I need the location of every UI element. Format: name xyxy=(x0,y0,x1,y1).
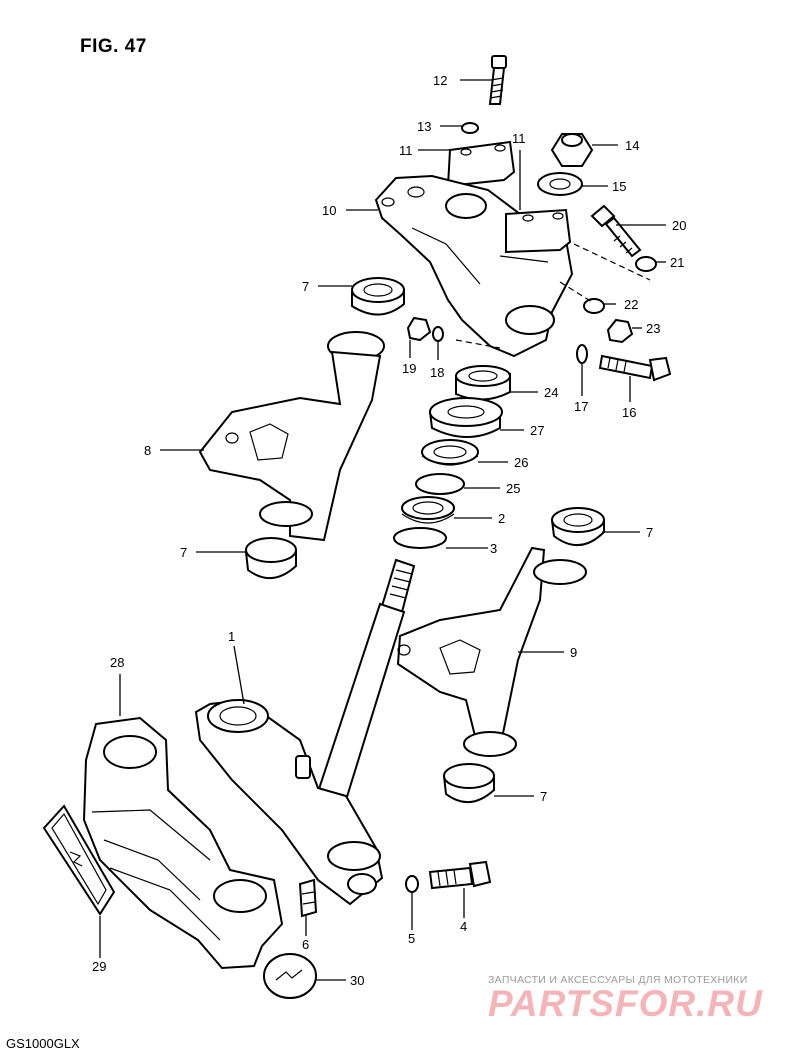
callout-10: 10 xyxy=(322,203,336,218)
callout-11-right: 11 xyxy=(512,131,526,146)
part-washer-17 xyxy=(576,344,588,364)
callout-21: 21 xyxy=(670,255,684,270)
part-holder-11-left xyxy=(446,140,516,188)
part-bolt-16 xyxy=(598,354,672,382)
callout-27: 27 xyxy=(530,423,544,438)
callout-3: 3 xyxy=(490,541,497,556)
callout-24: 24 xyxy=(544,385,558,400)
part-race-3 xyxy=(393,527,447,549)
callout-4: 4 xyxy=(460,919,467,934)
callout-17: 17 xyxy=(574,399,588,414)
part-holder-11-right xyxy=(505,208,572,254)
part-nut-14 xyxy=(550,133,594,167)
leader-lines xyxy=(99,79,666,981)
part-clip-6 xyxy=(298,878,318,918)
callout-25: 25 xyxy=(506,481,520,496)
callout-13: 13 xyxy=(417,119,431,134)
part-nut-24 xyxy=(455,365,511,401)
part-capnut-19 xyxy=(406,316,432,342)
part-washer-5 xyxy=(405,875,419,893)
callout-19: 19 xyxy=(402,361,416,376)
part-washer-18 xyxy=(432,326,444,342)
callout-8: 8 xyxy=(144,443,151,458)
part-fork-cover-9 xyxy=(396,546,587,757)
callout-15: 15 xyxy=(612,179,626,194)
part-bearing-2 xyxy=(401,496,455,524)
callout-11-left: 11 xyxy=(399,143,413,158)
part-grommet-7-upper xyxy=(351,277,405,316)
callout-labels: 12 13 11 11 14 15 10 20 21 7 22 23 19 18… xyxy=(92,73,686,988)
part-grommet-7-lower xyxy=(442,763,495,803)
callout-30: 30 xyxy=(350,973,364,988)
callout-7-left: 7 xyxy=(180,545,187,560)
part-washer-21 xyxy=(635,256,657,272)
callout-20: 20 xyxy=(672,218,686,233)
part-grommet-7-left xyxy=(244,537,297,579)
callout-22: 22 xyxy=(624,297,638,312)
part-steering-stem-1 xyxy=(194,558,416,906)
callout-18: 18 xyxy=(430,365,444,380)
part-grommet-7-right xyxy=(550,507,605,546)
part-washer-22 xyxy=(583,298,605,314)
callout-12: 12 xyxy=(433,73,447,88)
part-upper-bracket-10 xyxy=(374,174,574,358)
part-washer-13 xyxy=(461,122,479,134)
callout-7-upper: 7 xyxy=(302,279,309,294)
callout-23: 23 xyxy=(646,321,660,336)
callout-26: 26 xyxy=(514,455,528,470)
callout-16: 16 xyxy=(622,405,636,420)
part-fork-cover-8 xyxy=(198,331,385,542)
callout-9: 9 xyxy=(570,645,577,660)
part-bolt-4 xyxy=(428,860,492,890)
callout-6: 6 xyxy=(302,937,309,952)
callout-7-right: 7 xyxy=(646,525,653,540)
part-capnut-23 xyxy=(606,318,634,344)
watermark-text: ЗАПЧАСТИ И АКСЕССУАРЫ ДЛЯ МОТОТЕХНИКИ xyxy=(488,974,748,986)
callout-7-lower: 7 xyxy=(540,789,547,804)
callout-2: 2 xyxy=(498,511,505,526)
callout-5: 5 xyxy=(408,931,415,946)
figure-title: FIG. 47 xyxy=(80,36,147,57)
part-washer-27 xyxy=(428,397,503,438)
part-bolt-20 xyxy=(590,204,642,258)
part-seal-26 xyxy=(421,439,479,466)
model-code: GS1000GLX xyxy=(6,1036,80,1051)
watermark-logo: PARTSFOR.RU xyxy=(488,983,763,1024)
callout-29: 29 xyxy=(92,959,106,974)
callout-1: 1 xyxy=(228,629,235,644)
callout-14: 14 xyxy=(625,138,639,153)
part-emblem-29 xyxy=(42,804,116,916)
part-washer-15 xyxy=(537,172,583,196)
part-bolt-12 xyxy=(488,55,507,105)
part-cover-28 xyxy=(82,716,284,970)
part-race-25 xyxy=(415,473,465,495)
callout-28: 28 xyxy=(110,655,124,670)
part-emblem-30 xyxy=(263,953,317,999)
assembly-center-lines xyxy=(455,243,651,349)
